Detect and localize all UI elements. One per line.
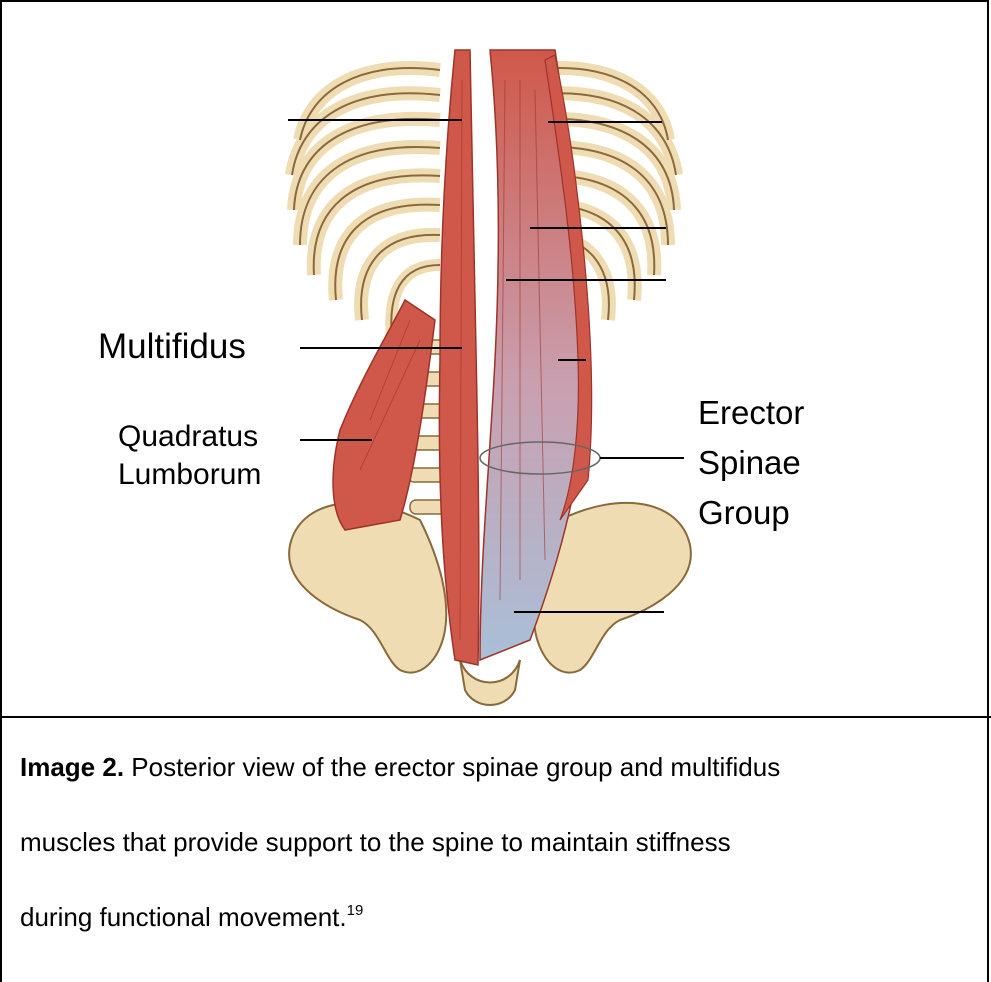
label-erector-line3: Group xyxy=(698,494,790,531)
anatomy-figure: Multifidus Quadratus Lumborum Erector Sp… xyxy=(0,0,991,716)
quadratus-lumborum-muscle xyxy=(333,300,435,530)
multifidus-muscle xyxy=(439,50,478,665)
label-erector-line1: Erector xyxy=(698,394,804,431)
caption-line-2: muscles that provide support to the spin… xyxy=(20,805,970,880)
citation-ref: 19 xyxy=(347,902,364,919)
label-quadratus-line2: Lumborum xyxy=(118,458,261,491)
anatomy-illustration: Multifidus Quadratus Lumborum Erector Sp… xyxy=(0,0,991,716)
row-divider xyxy=(0,716,991,718)
caption-text-1: Posterior view of the erector spinae gro… xyxy=(131,752,780,782)
label-quadratus-line1: Quadratus xyxy=(118,420,258,453)
caption-lead: Image 2. xyxy=(20,752,124,782)
caption-line-1: Image 2. Posterior view of the erector s… xyxy=(20,730,970,805)
rib-cage xyxy=(292,68,676,338)
caption-text-3: during functional movement. xyxy=(20,902,347,932)
label-multifidus: Multifidus xyxy=(98,327,246,366)
label-erector-line2: Spinae xyxy=(698,444,801,481)
figure-caption: Image 2. Posterior view of the erector s… xyxy=(20,730,970,955)
caption-line-3: during functional movement.19 xyxy=(20,880,970,955)
